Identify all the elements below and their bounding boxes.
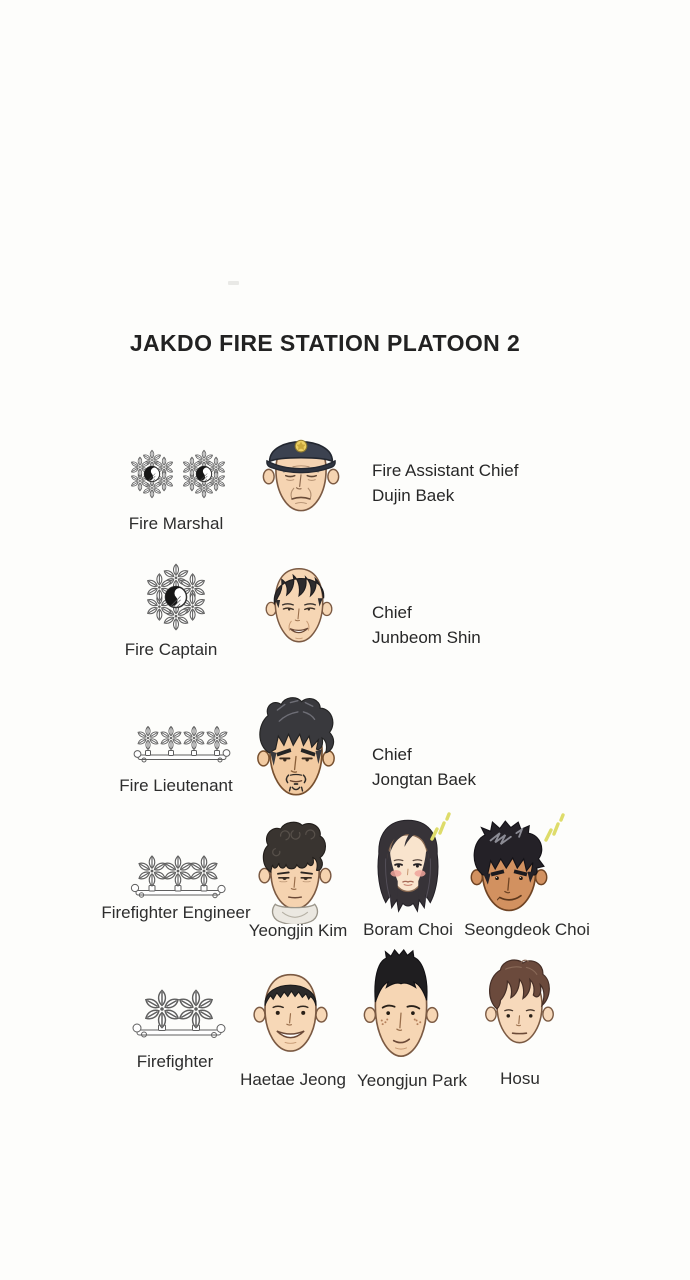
- member-info-junbeom-shin: Chief Junbeom Shin: [372, 600, 481, 650]
- member-name: Junbeom Shin: [372, 628, 481, 647]
- member-name-yeongjin-kim: Yeongjin Kim: [248, 921, 348, 940]
- member-title: Fire Assistant Chief: [372, 461, 519, 480]
- member-name: Jongtan Baek: [372, 770, 476, 789]
- portrait-seongdeok-choi: [470, 820, 548, 912]
- portrait-dujin-baek: [262, 439, 340, 512]
- portrait-yeongjin-kim: [258, 821, 332, 924]
- firefighter-engineer-insignia-icon: [130, 855, 226, 899]
- member-name-yeongjun-park: Yeongjun Park: [357, 1071, 467, 1090]
- rank-label-fire-marshal: Fire Marshal: [128, 514, 224, 533]
- rank-label-firefighter: Firefighter: [136, 1052, 214, 1071]
- portrait-jongtan-baek: [257, 697, 335, 796]
- portrait-haetae-jeong: [253, 973, 328, 1052]
- member-name-haetae-jeong: Haetae Jeong: [240, 1070, 346, 1089]
- portrait-yeongjun-park: [363, 949, 439, 1058]
- member-name-seongdeok-choi: Seongdeok Choi: [464, 920, 590, 939]
- fire-marshal-insignia-icon: [126, 442, 230, 506]
- portrait-hosu: [485, 959, 554, 1044]
- rank-label-fire-lieutenant: Fire Lieutenant: [119, 776, 233, 795]
- rank-label-firefighter-engineer: Firefighter Engineer: [101, 903, 251, 922]
- portrait-boram-choi: [377, 819, 439, 913]
- page-top-mark: [228, 281, 239, 285]
- member-name-hosu: Hosu: [500, 1069, 540, 1088]
- portrait-junbeom-shin: [265, 568, 333, 643]
- fire-lieutenant-insignia-icon: [133, 726, 231, 763]
- sparkle-icon: [544, 813, 565, 842]
- member-name: Dujin Baek: [372, 486, 455, 505]
- rank-label-fire-captain: Fire Captain: [124, 640, 218, 659]
- sparkle-icon: [430, 812, 451, 841]
- member-info-dujin-baek: Fire Assistant Chief Dujin Baek: [372, 458, 518, 508]
- firefighter-insignia-icon: [132, 989, 226, 1038]
- member-info-jongtan-baek: Chief Jongtan Baek: [372, 742, 476, 792]
- member-title: Chief: [372, 745, 412, 764]
- member-title: Chief: [372, 603, 412, 622]
- fire-captain-insignia-icon: [141, 562, 211, 632]
- member-name-boram-choi: Boram Choi: [363, 920, 453, 939]
- page-title: JAKDO FIRE STATION PLATOON 2: [129, 330, 521, 356]
